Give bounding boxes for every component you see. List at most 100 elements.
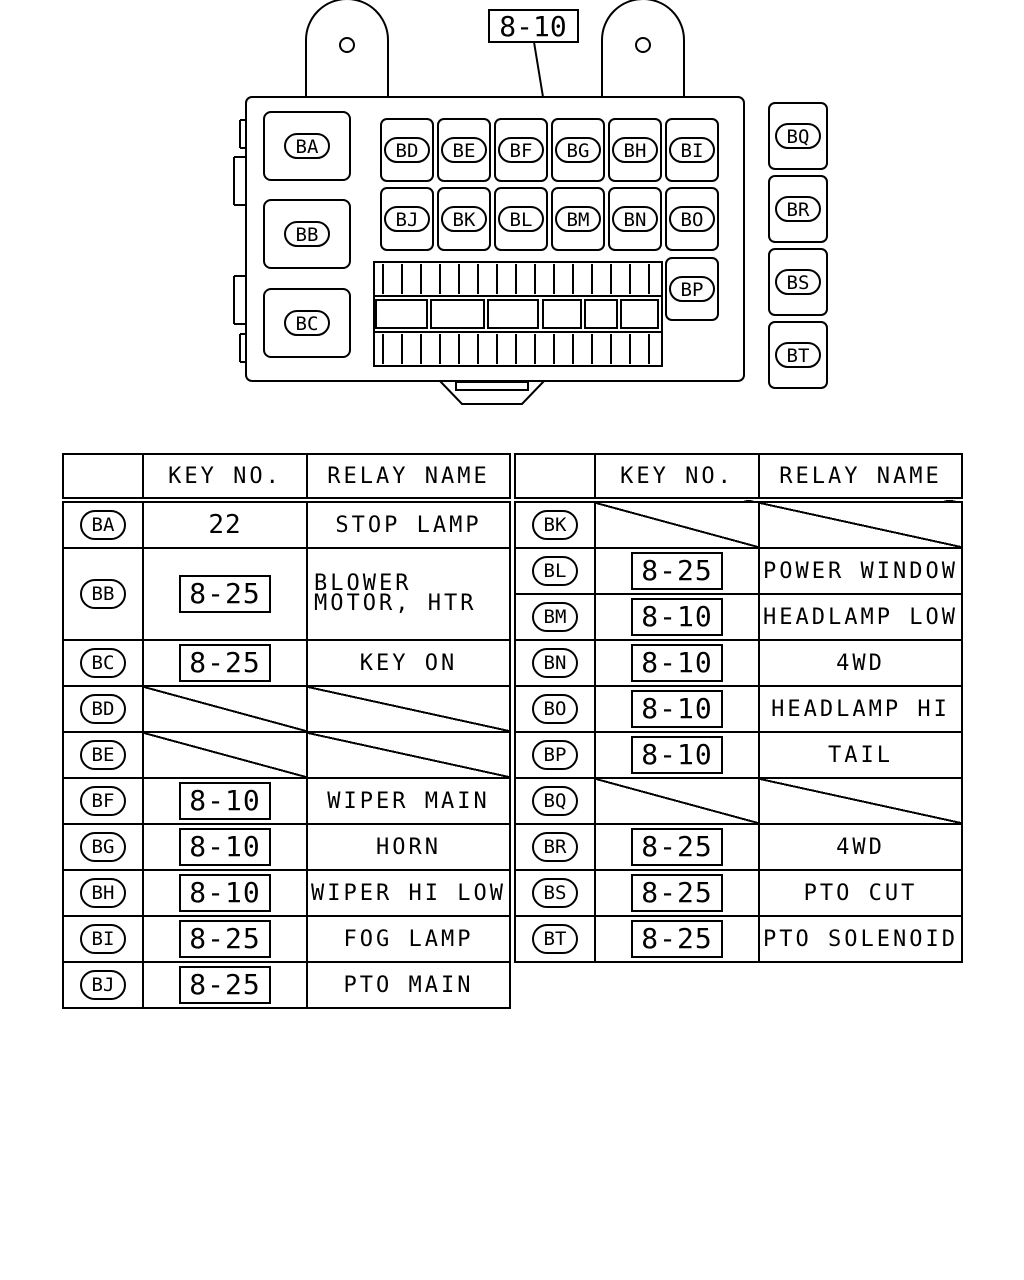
relay-name-cell: HEADLAMP LOW [758, 593, 963, 641]
relay-name-cell [758, 777, 963, 825]
key-no-value: 8-25 [631, 552, 723, 590]
relay-label-bb: BB [284, 221, 330, 247]
relay-code-text: BE [453, 140, 476, 162]
relay-label-bt: BT [775, 342, 821, 368]
relay-name-cell: WIPER HI LOW [306, 869, 511, 917]
relay-code-text: BO [681, 209, 704, 231]
relay-name-cell: POWER WINDOW [758, 547, 963, 595]
relay-code-cell: BK [514, 499, 596, 549]
table-row: BD [62, 685, 511, 733]
relay-code-cell: BP [514, 731, 596, 779]
key-no-value: 8-10 [631, 598, 723, 636]
key-no-cell [142, 731, 308, 779]
relay-name-cell: BLOWER MOTOR, HTR [306, 547, 511, 641]
relay-code-cell: BC [62, 639, 144, 687]
relay-code-cell: BO [514, 685, 596, 733]
relay-code-text: BQ [787, 126, 810, 148]
key-no-value: 8-10 [179, 828, 271, 866]
relay-label-bi: BI [669, 137, 715, 163]
relay-name-cell: 4WD [758, 823, 963, 871]
relay-code-text: BS [787, 272, 810, 294]
key-no-cell: 8-25 [142, 639, 308, 687]
relay-code-text: BD [396, 140, 419, 162]
col-header-key-no: KEY NO. [142, 453, 308, 503]
col-header-relay-name: RELAY NAME [758, 453, 963, 503]
key-no-value: 8-10 [631, 690, 723, 728]
relay-code-text: BL [510, 209, 533, 231]
key-no-cell: 8-25 [594, 915, 760, 963]
relay-label-bo: BO [669, 206, 715, 232]
key-no-value: 8-25 [179, 966, 271, 1004]
relay-label-br: BR [775, 196, 821, 222]
relay-code-cell: BA [62, 499, 144, 549]
relay-code-text: BN [624, 209, 647, 231]
relay-code-text: BA [296, 136, 319, 158]
relay-name-cell: HEADLAMP HI [758, 685, 963, 733]
key-no-cell [594, 499, 760, 549]
key-no-value: 8-25 [631, 920, 723, 958]
relay-code-badge: BK [532, 510, 578, 540]
key-no-cell: 8-10 [594, 731, 760, 779]
relay-name-cell: PTO CUT [758, 869, 963, 917]
relay-code-badge: BB [80, 579, 126, 609]
key-no-cell: 8-25 [142, 961, 308, 1009]
relay-code-badge: BR [532, 832, 578, 862]
relay-name-cell: FOG LAMP [306, 915, 511, 963]
key-no-value: 8-10 [631, 644, 723, 682]
key-no-cell: 8-10 [142, 869, 308, 917]
relay-code-cell: BB [62, 547, 144, 641]
key-no-cell: 8-10 [142, 823, 308, 871]
key-no-cell: 8-25 [142, 915, 308, 963]
relay-label-bq: BQ [775, 123, 821, 149]
key-no-cell [594, 777, 760, 825]
key-no-value: 8-10 [179, 874, 271, 912]
relay-label-bd: BD [384, 137, 430, 163]
relay-label-bc: BC [284, 310, 330, 336]
relay-name-cell [306, 731, 511, 779]
relay-name-cell [306, 685, 511, 733]
relay-code-text: BG [567, 140, 590, 162]
relay-code-badge: BD [80, 694, 126, 724]
relay-code-cell: BF [62, 777, 144, 825]
relay-name-cell: HORN [306, 823, 511, 871]
relay-code-cell: BT [514, 915, 596, 963]
relay-label-bl: BL [498, 206, 544, 232]
key-no-cell: 8-25 [594, 547, 760, 595]
key-no-cell: 8-10 [594, 593, 760, 641]
relay-code-text: BJ [396, 209, 419, 231]
relay-code-cell: BD [62, 685, 144, 733]
relay-code-text: BT [787, 345, 810, 367]
relay-label-bf: BF [498, 137, 544, 163]
table-row: BM 8-10 HEADLAMP LOW [514, 593, 963, 641]
relay-name-cell: TAIL [758, 731, 963, 779]
relay-code-badge: BM [532, 602, 578, 632]
relay-code-cell: BM [514, 593, 596, 641]
key-no-cell: 8-25 [142, 547, 308, 641]
key-no-cell [142, 685, 308, 733]
table-row: BE [62, 731, 511, 779]
relay-name-cell: 4WD [758, 639, 963, 687]
key-no-value: 8-10 [179, 782, 271, 820]
col-header-code [62, 453, 144, 503]
relay-code-text: BK [453, 209, 476, 231]
relay-code-badge: BI [80, 924, 126, 954]
key-no-value: 22 [208, 510, 242, 540]
key-no-cell: 22 [142, 499, 308, 549]
relay-label-bp: BP [669, 276, 715, 302]
relay-code-cell: BL [514, 547, 596, 595]
relay-code-badge: BE [80, 740, 126, 770]
relay-code-badge: BL [532, 556, 578, 586]
